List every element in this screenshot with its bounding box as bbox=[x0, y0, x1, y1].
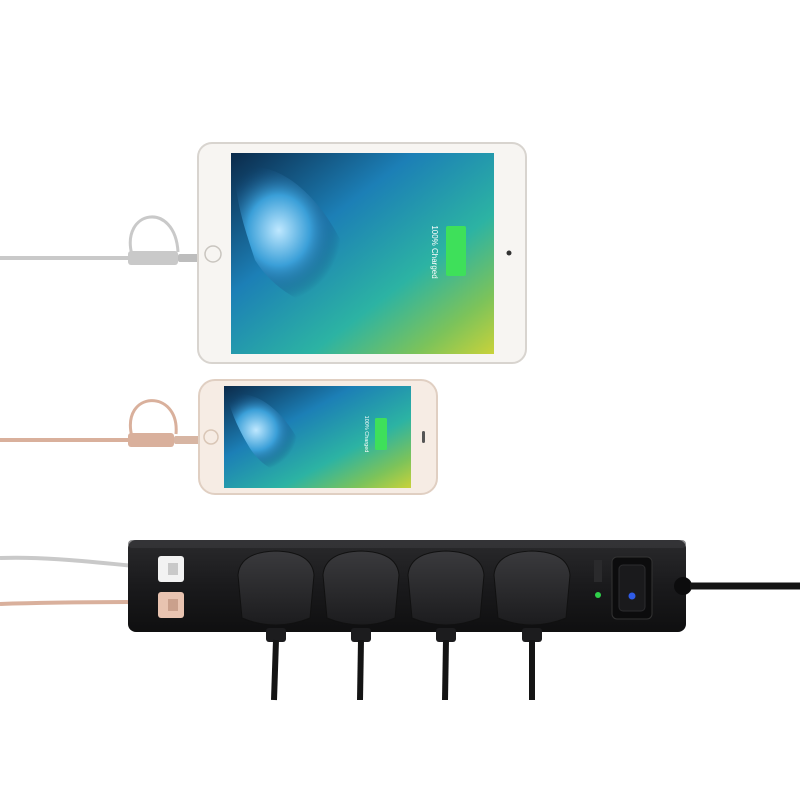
plug-2-cord bbox=[357, 639, 364, 701]
phone-cable bbox=[0, 399, 202, 447]
outlet-3 bbox=[407, 550, 485, 701]
phone-speaker bbox=[422, 431, 425, 443]
outlet-4 bbox=[493, 550, 571, 700]
tablet-home-button bbox=[204, 245, 222, 263]
phone-battery-icon bbox=[375, 418, 387, 450]
phone-lightning-tip bbox=[174, 436, 202, 444]
phone-cable-connector bbox=[128, 433, 174, 447]
tablet-lightning-tip bbox=[178, 254, 200, 262]
plug-3[interactable] bbox=[407, 550, 485, 626]
tablet-cable bbox=[0, 215, 200, 265]
plug-4[interactable] bbox=[493, 550, 571, 626]
power-strip-body bbox=[128, 540, 686, 632]
tablet-cable-adapter-loop bbox=[128, 215, 180, 256]
plug-1-strain-relief bbox=[266, 628, 286, 642]
outlet-2 bbox=[322, 550, 400, 701]
plug-2-strain-relief bbox=[351, 628, 371, 642]
tablet-charge-status: 100% Charged bbox=[430, 225, 439, 278]
tablet-wallpaper-wave bbox=[235, 166, 360, 308]
tablet-cable-connector bbox=[128, 251, 178, 265]
usb-plug-bottom bbox=[168, 599, 178, 611]
indicator-label-area bbox=[594, 560, 602, 582]
cord-grommet bbox=[674, 577, 692, 595]
tablet-camera bbox=[506, 250, 512, 256]
power-strip bbox=[128, 540, 800, 701]
phone-wallpaper-wave bbox=[227, 393, 310, 475]
plug-2[interactable] bbox=[322, 550, 400, 626]
tablet-battery-icon bbox=[446, 226, 466, 276]
plug-1-cord bbox=[271, 639, 279, 701]
power-switch[interactable] bbox=[618, 564, 646, 612]
tablet: 100% Charged bbox=[197, 142, 527, 364]
indicator-led bbox=[595, 592, 601, 598]
outlet-1 bbox=[237, 550, 315, 701]
phone-home-button bbox=[203, 429, 219, 445]
plug-3-cord bbox=[442, 639, 449, 701]
power-switch-light bbox=[628, 592, 636, 600]
plug-3-strain-relief bbox=[436, 628, 456, 642]
phone: 100% Charged bbox=[198, 379, 438, 495]
phone-cable-adapter-loop bbox=[128, 399, 178, 438]
plug-4-strain-relief bbox=[522, 628, 542, 642]
usb-plug-top bbox=[168, 563, 178, 575]
plug-1[interactable] bbox=[237, 550, 315, 626]
phone-charge-status: 100% Charged bbox=[363, 416, 369, 453]
power-strip-top-edge bbox=[128, 540, 686, 548]
